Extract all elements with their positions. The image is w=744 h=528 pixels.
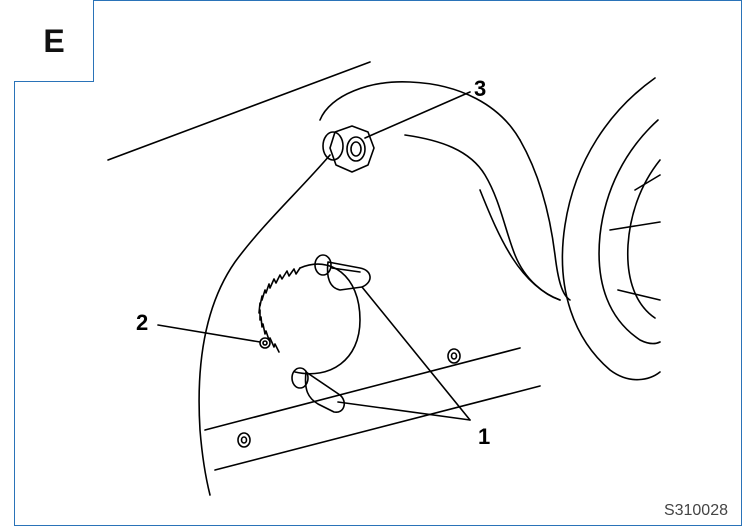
indicator-pin-icon bbox=[259, 337, 271, 349]
arch-inner-curve bbox=[404, 134, 561, 301]
section-label-box bbox=[14, 0, 94, 82]
callout-1-leader-lower bbox=[337, 401, 471, 421]
height-adjust-knob-icon bbox=[322, 125, 375, 173]
arch-lower-curve bbox=[479, 189, 561, 301]
callout-1-leader-upper bbox=[361, 286, 471, 421]
figure-code: S310028 bbox=[663, 502, 728, 519]
rear-wheel-rim bbox=[598, 119, 661, 345]
wheel-spoke-3 bbox=[634, 174, 661, 191]
arch-front-curve bbox=[519, 139, 571, 301]
deck-top-edge bbox=[107, 61, 371, 161]
housing-lower-line-2 bbox=[214, 385, 541, 471]
bolt-left bbox=[237, 432, 251, 448]
callout-2-leader bbox=[157, 324, 261, 343]
wheel-arch-outline bbox=[319, 81, 521, 141]
bolt-right bbox=[447, 348, 461, 364]
wheel-spoke-2 bbox=[617, 289, 661, 301]
section-letter: E bbox=[43, 22, 65, 59]
callout-3-leader bbox=[364, 91, 471, 139]
callout-1-label: 1 bbox=[478, 424, 490, 449]
side-housing-outline bbox=[198, 154, 331, 496]
rear-wheel-inner bbox=[626, 159, 661, 319]
callout-2-label: 2 bbox=[136, 310, 148, 335]
toothed-adjuster-disc-icon bbox=[258, 263, 361, 375]
callout-3-label: 3 bbox=[474, 76, 486, 101]
locking-lever-icon bbox=[291, 367, 346, 413]
figure-frame bbox=[14, 0, 742, 526]
rear-wheel-tire bbox=[561, 77, 661, 381]
wheel-spoke-1 bbox=[609, 221, 661, 231]
housing-lower-line bbox=[204, 347, 521, 431]
